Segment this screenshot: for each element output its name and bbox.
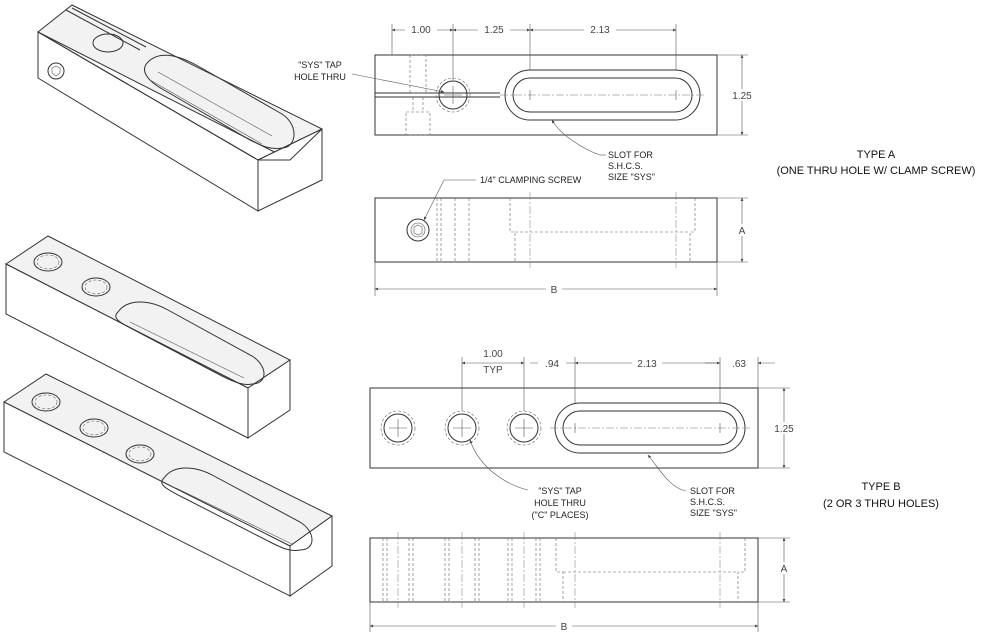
type-b-dim-spacing: 1.00 [483, 349, 503, 360]
type-b-dim-end: .63 [732, 359, 746, 370]
type-b-dimensions: 1.00 TYP .94 2.13 .63 1.25 [461, 347, 798, 469]
type-a-notes: "SYS" TAP HOLE THRU SLOT FOR S.H.C.S. SI… [294, 60, 975, 182]
type-a-slot-note-line3: SIZE "SYS" [608, 172, 655, 182]
iso-view-type-a [37, 4, 323, 212]
type-b-notes: "SYS" TAP HOLE THRU ("C" PLACES) SLOT FO… [469, 439, 939, 520]
type-b-dim-typ: TYP [483, 365, 503, 376]
type-a-dim-1: 1.00 [411, 25, 431, 36]
type-a-top-view [374, 54, 718, 136]
iso-view-type-b-three-holes [3, 373, 333, 597]
type-a-side-height: A [739, 226, 746, 237]
type-a-dimensions: 1.00 1.25 2.13 1.25 [391, 23, 756, 136]
type-b-slot-note-line2: S.H.C.S. [690, 497, 725, 507]
type-b-dim-offset: .94 [545, 359, 559, 370]
type-b-side-height: A [781, 564, 788, 575]
iso-view-type-b-two-holes [5, 235, 291, 439]
type-b-subtitle: (2 OR 3 THRU HOLES) [823, 498, 939, 510]
type-a-title: TYPE A [857, 149, 896, 161]
type-b-slot-note-line3: SIZE "SYS" [690, 508, 737, 518]
type-a-tap-note-line2: HOLE THRU [294, 72, 346, 82]
type-b-tap-note-line2: HOLE THRU [534, 498, 586, 508]
type-b-tap-note-line1: "SYS" TAP [538, 486, 582, 496]
type-b-tap-note-line3: ("C" PLACES) [532, 510, 589, 520]
type-a-dim-3: 2.13 [590, 25, 610, 36]
type-a-slot-note-line1: SLOT FOR [608, 150, 653, 160]
type-a-clamp-note: 1/4" CLAMPING SCREW [480, 175, 582, 185]
type-a-height-dim: 1.25 [732, 91, 752, 102]
type-b-length: B [561, 622, 568, 633]
type-b-dim-slot: 2.13 [637, 359, 657, 370]
type-a-length: B [551, 285, 558, 296]
type-b-slot-note-line1: SLOT FOR [690, 486, 735, 496]
type-a-tap-note-line1: "SYS" TAP [298, 60, 342, 70]
type-b-height-dim: 1.25 [774, 424, 794, 435]
type-a-subtitle: (ONE THRU HOLE W/ CLAMP SCREW) [777, 165, 976, 177]
type-b-side-view: A B [369, 532, 792, 633]
type-a-dim-2: 1.25 [484, 25, 504, 36]
type-a-side-view: 1/4" CLAMPING SCREW A B [374, 175, 750, 296]
type-b-title: TYPE B [861, 481, 900, 493]
type-b-top-view [369, 387, 759, 469]
type-a-slot-note-line2: S.H.C.S. [608, 161, 643, 171]
